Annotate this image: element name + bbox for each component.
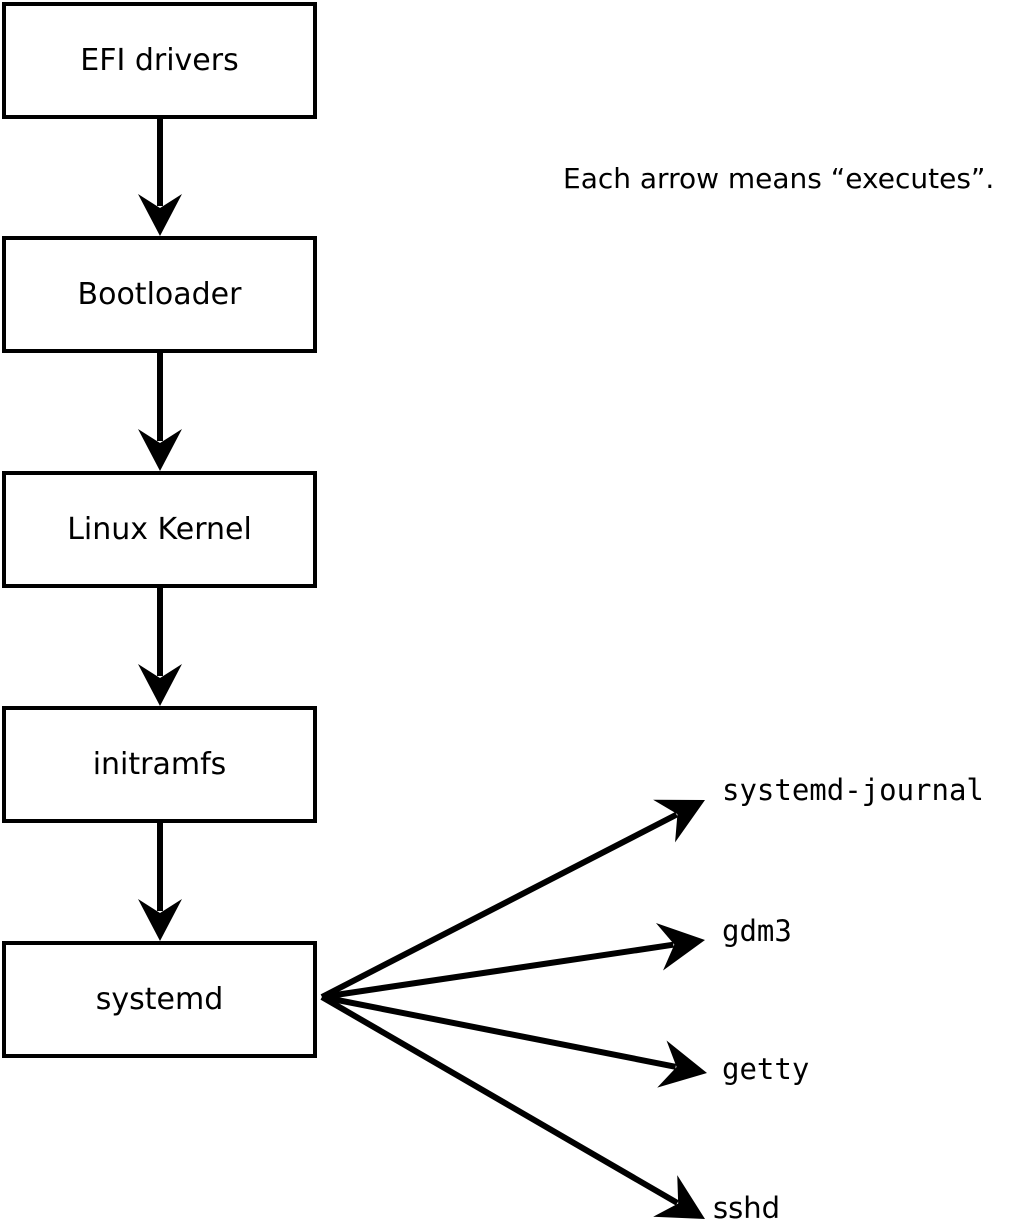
diagram-caption: Each arrow means “executes”.: [563, 162, 995, 195]
stage-box-initramfs: initramfs: [2, 706, 317, 823]
fanout-arrow-getty-shaft: [321, 994, 677, 1070]
stage-label: Bootloader: [77, 276, 242, 312]
stage-label: Linux Kernel: [67, 511, 252, 547]
fanout-arrow-gdm3-shaft: [321, 941, 674, 1000]
service-label-sshd: sshd: [713, 1191, 781, 1225]
chain-arrow-efi-drivers-to-bootloader-head: [138, 194, 182, 236]
stage-label: EFI drivers: [80, 42, 239, 78]
fanout-arrow-getty-head: [657, 1040, 707, 1088]
service-label-gdm3: gdm3: [722, 914, 792, 948]
chain-arrow-bootloader-to-linux-kernel-head: [138, 429, 182, 471]
fanout-arrow-sshd-head: [653, 1175, 705, 1219]
chain-arrow-initramfs-to-systemd-head: [138, 899, 182, 941]
stage-box-systemd: systemd: [2, 941, 317, 1058]
fanout-arrow-sshd-shaft: [320, 994, 679, 1206]
stage-label: initramfs: [92, 746, 227, 782]
stage-label: systemd: [95, 981, 224, 1017]
fanout-arrow-systemd-journal-shaft: [320, 811, 678, 1000]
fanout-arrow-systemd-journal-head: [653, 799, 705, 843]
service-label-getty: getty: [722, 1052, 810, 1086]
chain-arrow-linux-kernel-to-initramfs-head: [138, 664, 182, 706]
fanout-arrow-gdm3-head: [655, 923, 705, 971]
service-label-systemd-journal: systemd-journal: [722, 773, 984, 807]
stage-box-bootloader: Bootloader: [2, 236, 317, 353]
stage-box-efi-drivers: EFI drivers: [2, 2, 317, 119]
stage-box-linux-kernel: Linux Kernel: [2, 471, 317, 588]
